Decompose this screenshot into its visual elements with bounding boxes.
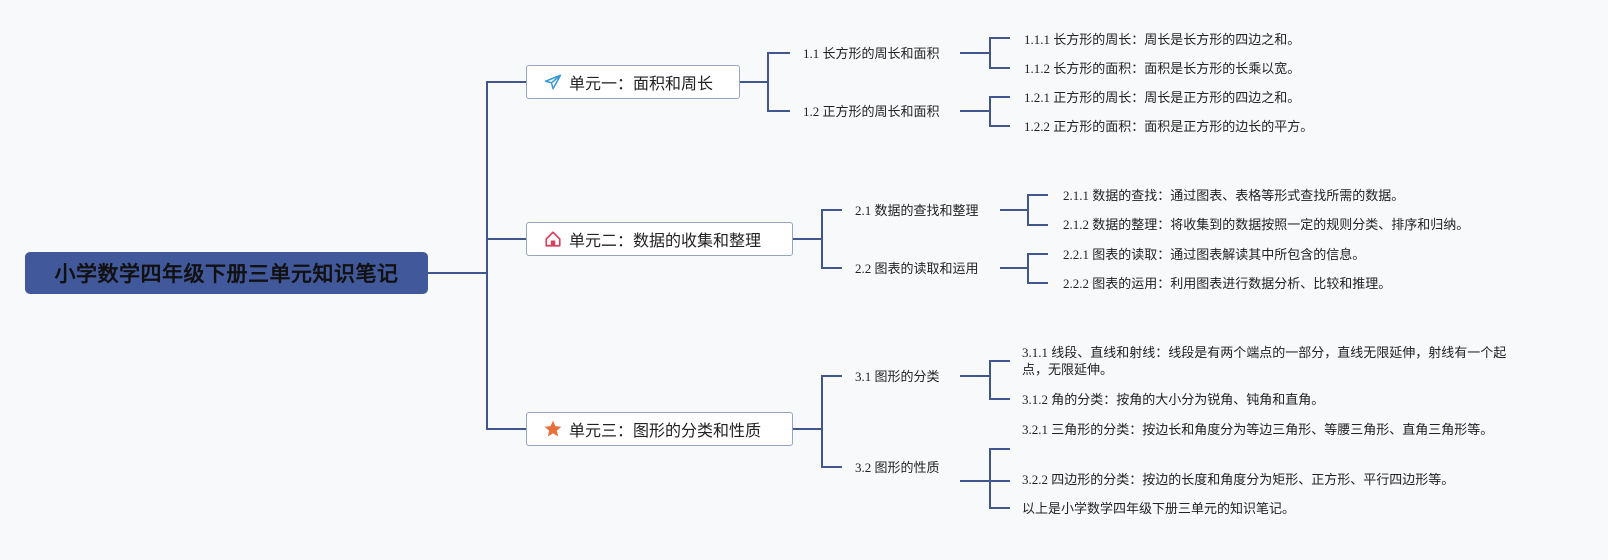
star-icon: [543, 419, 563, 439]
connector-3-2: [960, 448, 1010, 509]
leaf-3-1-1[interactable]: 3.1.1 线段、直线和射线：线段是有两个端点的一部分，直线无限延伸，射线有一个…: [1022, 345, 1507, 377]
unit-2-label: 单元二：数据的收集和整理: [569, 231, 762, 250]
connector-2-1: [1000, 194, 1048, 226]
root-title: 小学数学四年级下册三单元知识笔记: [54, 262, 399, 286]
connector-1-2: [960, 96, 1010, 127]
leaf-3-2-3[interactable]: 以上是小学数学四年级下册三单元的知识笔记。: [1022, 501, 1296, 516]
leaf-2-1-1[interactable]: 2.1.1 数据的查找：通过图表、表格等形式查找所需的数据。: [1063, 188, 1405, 203]
leaf-1-2-1[interactable]: 1.2.1 正方形的周长：周长是正方形的四边之和。: [1024, 90, 1301, 105]
leaf-3-2-2[interactable]: 3.2.2 四边形的分类：按边的长度和角度分为矩形、正方形、平行四边形等。: [1022, 472, 1455, 487]
section-3-1[interactable]: 3.1 图形的分类: [855, 369, 940, 384]
paper-plane-icon: [543, 72, 563, 92]
home-icon: [543, 229, 563, 249]
connector-unit2: [793, 209, 842, 269]
leaf-2-1-2[interactable]: 2.1.2 数据的整理：将收集到的数据按照一定的规则分类、排序和归纳。: [1063, 217, 1470, 232]
unit-2-topic[interactable]: 单元二：数据的收集和整理: [526, 222, 793, 256]
leaf-1-2-2[interactable]: 1.2.2 正方形的面积：面积是正方形的边长的平方。: [1024, 119, 1314, 134]
leaf-3-2-1[interactable]: 3.2.1 三角形的分类：按边长和角度分为等边三角形、等腰三角形、直角三角形等。: [1022, 422, 1494, 437]
leaf-1-1-2[interactable]: 1.1.2 长方形的面积：面积是长方形的长乘以宽。: [1024, 61, 1301, 76]
section-1-1[interactable]: 1.1 长方形的周长和面积: [803, 46, 940, 61]
section-1-2[interactable]: 1.2 正方形的周长和面积: [803, 104, 940, 119]
section-2-1[interactable]: 2.1 数据的查找和整理: [855, 203, 979, 218]
leaf-1-1-1[interactable]: 1.1.1 长方形的周长：周长是长方形的四边之和。: [1024, 32, 1301, 47]
connector-3-1: [960, 360, 1010, 400]
connector-unit3: [793, 375, 842, 468]
unit-1-label: 单元一：面积和周长: [569, 74, 714, 93]
leaf-3-1-2[interactable]: 3.1.2 角的分类：按角的大小分为锐角、钝角和直角。: [1022, 392, 1325, 407]
leaf-2-2-1[interactable]: 2.2.1 图表的读取：通过图表解读其中所包含的信息。: [1063, 247, 1366, 262]
section-3-2[interactable]: 3.2 图形的性质: [855, 460, 940, 475]
root-topic[interactable]: 小学数学四年级下册三单元知识笔记: [25, 252, 428, 294]
leaf-2-2-2[interactable]: 2.2.2 图表的运用：利用图表进行数据分析、比较和推理。: [1063, 276, 1392, 291]
section-2-2[interactable]: 2.2 图表的读取和运用: [855, 261, 979, 276]
connector-trunk: [486, 81, 526, 430]
connector-1-1: [960, 37, 1010, 69]
unit-3-label: 单元三：图形的分类和性质: [569, 421, 762, 440]
unit-1-topic[interactable]: 单元一：面积和周长: [526, 65, 740, 99]
unit-3-topic[interactable]: 单元三：图形的分类和性质: [526, 412, 793, 446]
connector-unit1: [740, 52, 790, 112]
connector-2-2: [1000, 253, 1048, 284]
